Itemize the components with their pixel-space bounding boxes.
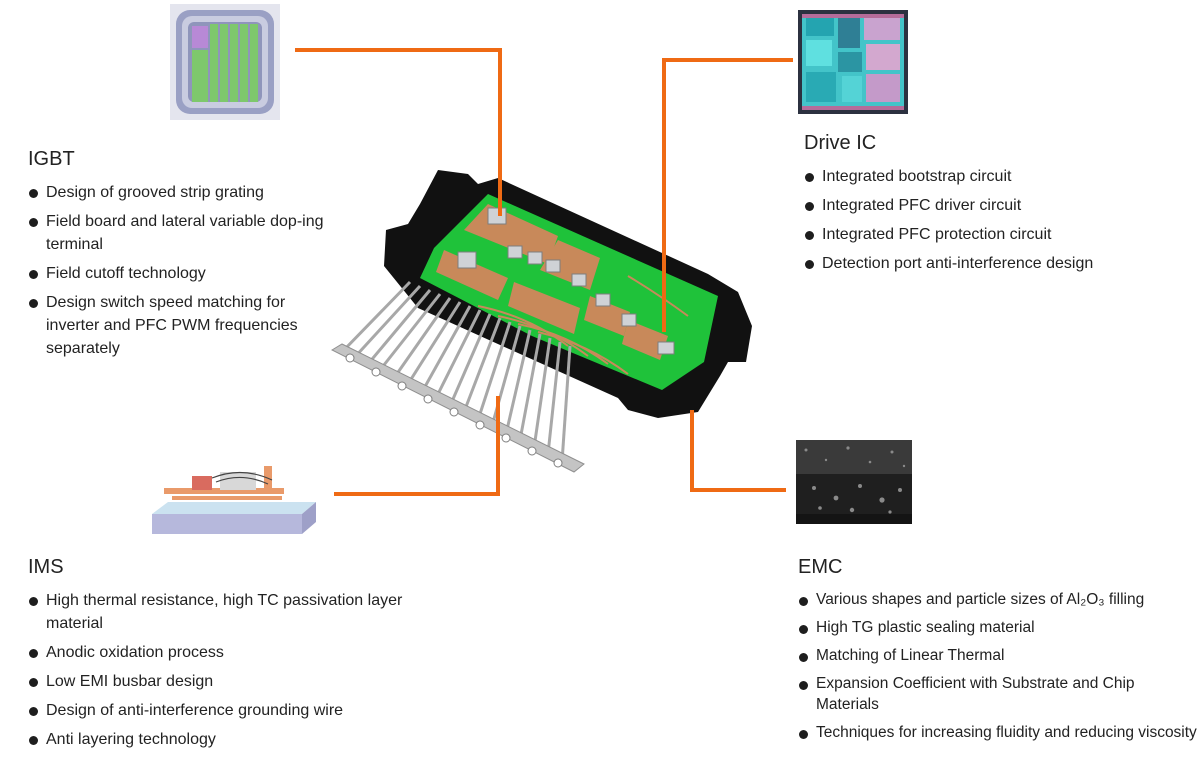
list-item: Integrated bootstrap circuit [804, 165, 1184, 188]
list-item: High thermal resistance, high TC passiva… [28, 589, 428, 635]
igbt-section: IGBT Design of grooved strip grating Fie… [28, 148, 338, 366]
igbt-chip-image [170, 4, 280, 120]
list-item: Matching of Linear Thermal [798, 645, 1198, 666]
list-item: Various shapes and particle sizes of Al₂… [798, 589, 1198, 610]
igbt-title: IGBT [28, 148, 75, 170]
igbt-feature-list: Design of grooved strip grating Field bo… [28, 181, 338, 360]
emc-section: EMC Various shapes and particle sizes of… [798, 556, 1198, 750]
list-item: High TG plastic sealing material [798, 617, 1198, 638]
list-item: Detection port anti-interference design [804, 252, 1184, 275]
ipm-module-illustration [328, 166, 752, 484]
ims-feature-list: High thermal resistance, high TC passiva… [28, 589, 428, 751]
list-item: Low EMI busbar design [28, 670, 428, 693]
ims-title: IMS [28, 556, 64, 578]
list-item: Integrated PFC driver circuit [804, 194, 1184, 217]
list-item: Field cutoff technology [28, 262, 338, 285]
list-item: Design of grooved strip grating [28, 181, 338, 204]
list-item: Anodic oxidation process [28, 641, 428, 664]
list-item: Techniques for increasing fluidity and r… [798, 722, 1198, 743]
drive-ic-feature-list: Integrated bootstrap circuit Integrated … [804, 165, 1184, 275]
ims-substrate-image [152, 466, 316, 534]
list-item: Design of anti-interference grounding wi… [28, 699, 428, 722]
list-item: Design switch speed matching for inverte… [28, 291, 338, 360]
list-item: Field board and lateral variable dop-ing… [28, 210, 338, 256]
emc-micrograph-image [796, 440, 912, 524]
drive-ic-section: Drive IC Integrated bootstrap circuit In… [804, 132, 1184, 281]
list-item: Integrated PFC protection circuit [804, 223, 1184, 246]
drive-ic-title: Drive IC [804, 132, 877, 154]
drive-ic-die-image [798, 10, 908, 114]
emc-feature-list: Various shapes and particle sizes of Al₂… [798, 589, 1198, 743]
ims-section: IMS High thermal resistance, high TC pas… [28, 556, 428, 757]
list-item: Expansion Coefficient with Substrate and… [798, 673, 1198, 715]
emc-title: EMC [798, 556, 843, 578]
list-item: Anti layering technology [28, 728, 428, 751]
